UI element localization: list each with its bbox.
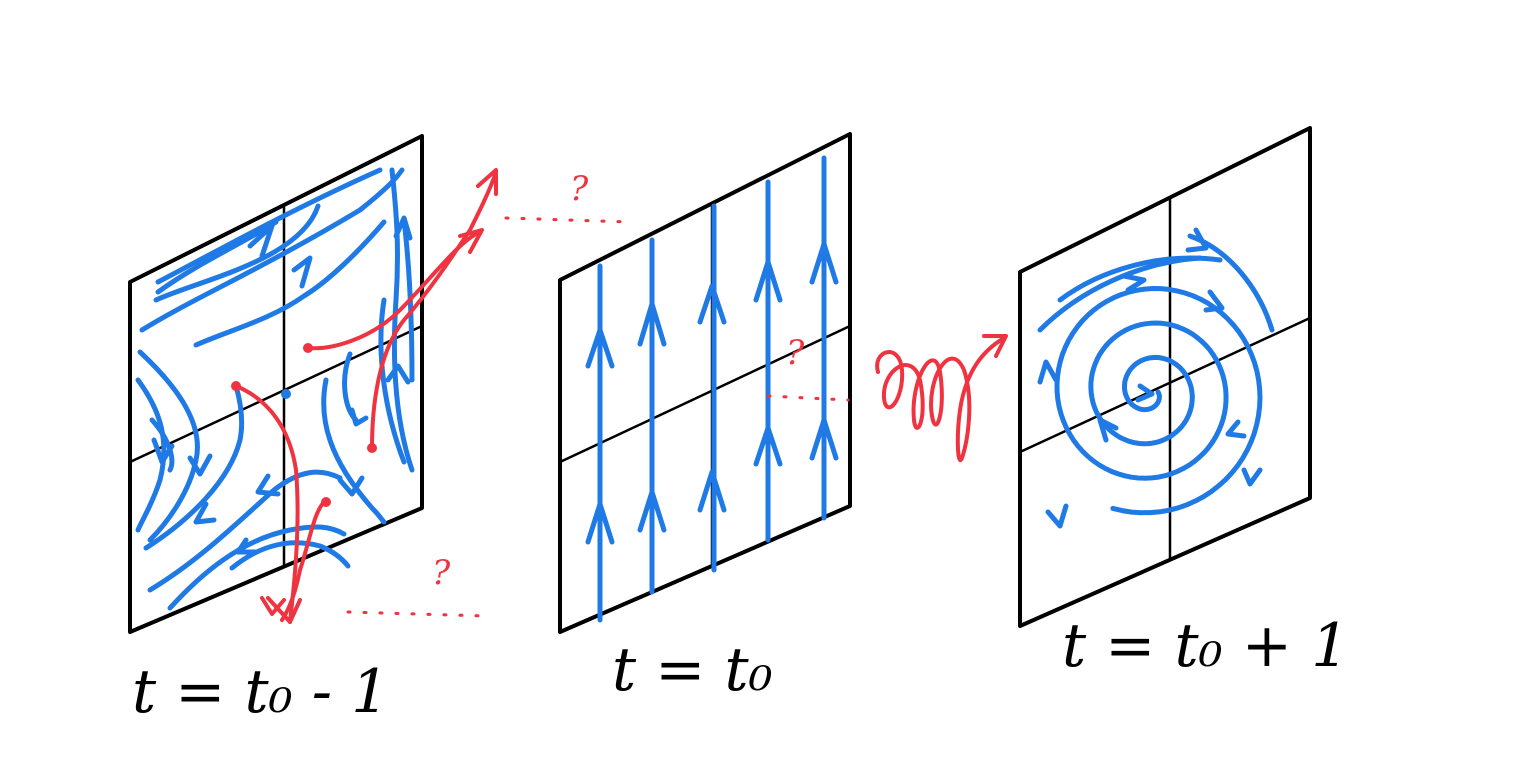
panel-uniform-frame — [558, 132, 852, 634]
panel-saddle-streamlines — [135, 167, 415, 611]
connectors: ? ? ? — [346, 169, 850, 618]
panel-uniform-streamlines — [585, 155, 839, 623]
panel-uniform: t = t₀ — [558, 132, 852, 705]
question-mark-bottom: ? — [432, 553, 451, 593]
spiral-streamline — [1054, 286, 1263, 516]
panel-spiral-horizontal-axis — [1019, 316, 1311, 454]
question-mark-top: ? — [570, 169, 589, 209]
question-mark-middle: ? — [786, 333, 805, 373]
panel-spiral: t = t₀ + 1 — [1018, 126, 1349, 681]
panel-spiral-streamlines — [1037, 227, 1275, 529]
panel-saddle-horizontal-axis — [129, 324, 423, 464]
panel-spiral-frame — [1018, 126, 1312, 628]
panel-uniform-label: t = t₀ — [612, 635, 773, 705]
coil-arrow — [875, 334, 1008, 462]
panel-spiral-label: t = t₀ + 1 — [1062, 611, 1349, 681]
panel-saddle-frame — [128, 134, 424, 634]
panel-saddle-label: t = t₀ - 1 — [132, 657, 389, 727]
panel-saddle: t = t₀ - 1 — [128, 134, 498, 727]
panel-uniform-horizontal-axis — [559, 324, 851, 464]
panel-saddle-annotations — [231, 168, 498, 624]
